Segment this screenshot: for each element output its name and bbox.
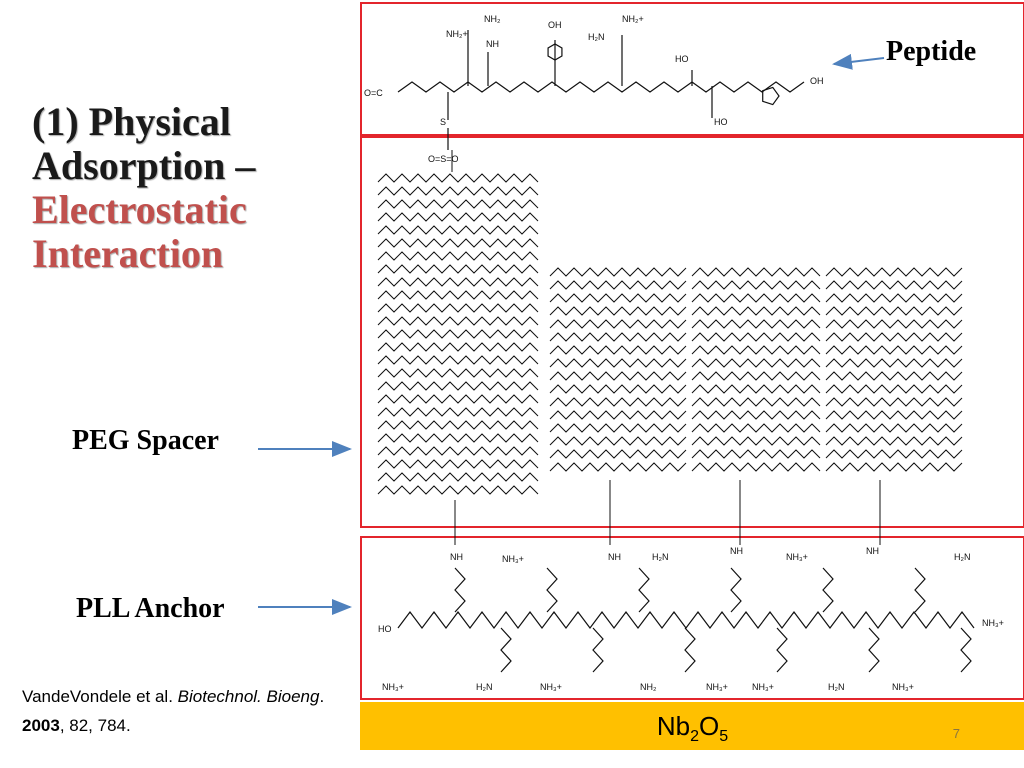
svg-text:O=S=O: O=S=O	[428, 154, 459, 164]
svg-text:NH₃+: NH₃+	[786, 552, 808, 562]
pll-anchor-label: PLL Anchor	[76, 593, 225, 624]
title-line-1: (1) Physical	[32, 99, 231, 144]
svg-text:NH₂: NH₂	[640, 682, 657, 692]
svg-text:S: S	[440, 117, 446, 127]
svg-text:NH: NH	[730, 546, 743, 556]
peptide-label: Peptide	[886, 36, 977, 67]
peptide-arrow	[832, 53, 885, 70]
svg-text:H₂N: H₂N	[588, 32, 605, 42]
svg-text:NH₃+: NH₃+	[982, 618, 1004, 628]
svg-text:NH₃+: NH₃+	[382, 682, 404, 692]
pll-structure	[397, 567, 975, 673]
svg-text:HO: HO	[714, 117, 728, 127]
svg-text:O=C: O=C	[364, 88, 383, 98]
svg-text:NH₂+: NH₂+	[446, 29, 468, 39]
title-line-3: Electrostatic	[32, 187, 247, 232]
svg-text:NH₃+: NH₃+	[502, 554, 524, 564]
substrate-bar: Nb2O5	[360, 702, 1024, 750]
peg-spacer-label: PEG Spacer	[72, 425, 219, 456]
citation: VandeVondele et al. Biotechnol. Bioeng. …	[22, 687, 325, 735]
page-number: 7	[952, 726, 960, 741]
title-line-2: Adsorption –	[32, 143, 256, 188]
peg-chains	[377, 150, 963, 545]
citation-year: 2003	[22, 716, 60, 735]
svg-text:NH: NH	[608, 552, 621, 562]
svg-text:NH: NH	[486, 39, 499, 49]
svg-text:NH: NH	[866, 546, 879, 556]
peptide-atom-labels: O=C NH₂+ NH₂ NH OH H₂N NH₂+ HO HO S O=S=…	[364, 14, 824, 164]
substrate-label: Nb2O5	[656, 711, 729, 746]
peptide-structure	[397, 30, 805, 150]
svg-text:OH: OH	[548, 20, 562, 30]
svg-text:H₂N: H₂N	[828, 682, 845, 692]
svg-text:OH: OH	[810, 76, 824, 86]
pll-atom-labels: HO NH₃+ NH₃+ H₂N NH₃+ H₂N NH₂ NH₃+ NH₃+ …	[378, 546, 1004, 692]
svg-text:NH₃+: NH₃+	[706, 682, 728, 692]
citation-journal: Biotechnol. Bioeng	[177, 687, 320, 706]
slide-title: (1) Physical Adsorption – Electrostatic …	[32, 100, 352, 276]
svg-text:NH₃+: NH₃+	[752, 682, 774, 692]
title-line-4: Interaction	[32, 231, 224, 276]
svg-text:NH₃+: NH₃+	[540, 682, 562, 692]
svg-text:NH₂+: NH₂+	[622, 14, 644, 24]
svg-text:H₂N: H₂N	[954, 552, 971, 562]
citation-rest: , 82, 784.	[59, 716, 131, 735]
svg-text:H₂N: H₂N	[476, 682, 493, 692]
svg-text:HO: HO	[675, 54, 689, 64]
svg-text:HO: HO	[378, 624, 392, 634]
citation-authors: VandeVondele et al.	[22, 687, 173, 706]
svg-text:NH₃+: NH₃+	[892, 682, 914, 692]
svg-text:H₂N: H₂N	[652, 552, 669, 562]
svg-text:NH₂: NH₂	[484, 14, 501, 24]
svg-text:NH: NH	[450, 552, 463, 562]
